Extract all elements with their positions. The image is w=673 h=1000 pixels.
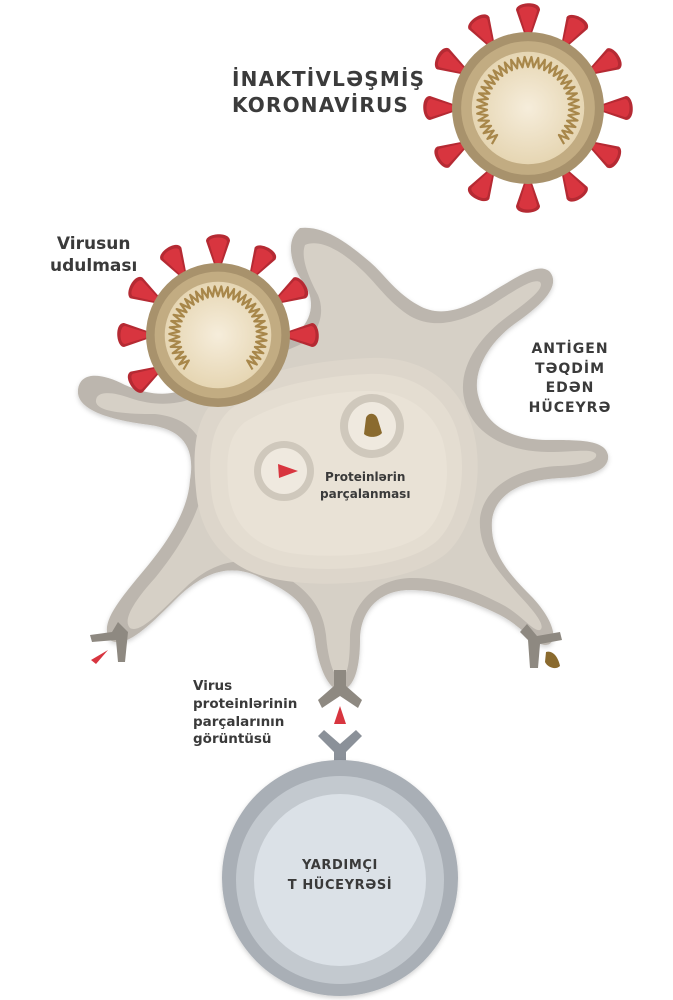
red-fragment-center: [334, 706, 346, 724]
title-inactivated-coronavirus: İNAKTİVLƏŞMİŞ KORONAVİRUS: [232, 66, 425, 118]
spike-protein: [117, 323, 150, 347]
spike-protein: [516, 180, 540, 213]
engulfed-coronavirus: [117, 234, 319, 407]
mhc-receptor-center: [318, 670, 362, 708]
label-line: TƏQDİM: [534, 360, 606, 377]
brown-protein-fragment: [364, 413, 382, 437]
inactivated-coronavirus: [423, 3, 633, 213]
label-line: udulması: [50, 256, 138, 277]
spike-protein: [588, 48, 622, 75]
viral-core: [471, 51, 585, 165]
viral-core: [164, 281, 272, 389]
mhc-receptor-left: [90, 622, 128, 662]
label-line: YARDIMÇI: [302, 858, 378, 873]
label-line: parçalanması: [320, 487, 411, 502]
spike-protein: [434, 47, 468, 75]
spike-protein: [468, 14, 495, 48]
label-helper-t-cell: YARDIMÇI T HÜCEYRƏSİ: [270, 856, 410, 895]
t-cell-receptor: [318, 730, 362, 772]
label-line: Virusun: [56, 234, 131, 254]
spike-protein: [561, 14, 589, 48]
label-line: Virus: [193, 678, 233, 694]
label-antigen-presenting-cell: ANTİGEN TƏQDİM EDƏN HÜCEYRƏ: [520, 340, 620, 418]
label-protein-fragment-display: Virus proteinlərinin parçalarının görünt…: [193, 678, 297, 749]
label-line: proteinlərinin: [193, 695, 298, 712]
label-line: Proteinlərin: [325, 470, 406, 484]
red-protein-fragment: [278, 464, 298, 478]
spike-protein: [286, 323, 319, 347]
viral-rna: [475, 55, 581, 145]
brown-fragment-right: [545, 651, 560, 669]
spike-protein: [434, 141, 468, 168]
spike-protein: [128, 276, 161, 304]
spike-protein: [588, 141, 622, 169]
label-line: EDƏN: [545, 380, 595, 397]
spike-protein: [249, 245, 277, 278]
title-line-2: KORONAVİRUS: [232, 93, 410, 117]
helper-t-cell: [222, 760, 458, 996]
mhc-receptor-right: [520, 624, 562, 668]
spike-protein: [127, 366, 161, 393]
spike-protein: [275, 277, 309, 304]
label-protein-degradation: Proteinlərin parçalanması: [320, 469, 410, 504]
spike-protein: [206, 234, 230, 267]
t-cell-core: [254, 794, 426, 966]
label-line: görüntüsü: [193, 731, 272, 748]
spike-protein: [467, 168, 495, 202]
label-line: parçalarının: [193, 713, 285, 730]
label-virus-engulfment: Virusun udulması: [50, 233, 137, 277]
spike-protein: [160, 244, 187, 278]
spike-protein: [600, 96, 633, 120]
vesicle-red-fragment: [254, 441, 314, 501]
label-line: HÜCEYRƏ: [528, 399, 612, 416]
spike-protein: [423, 96, 456, 120]
red-fragment-left: [91, 650, 108, 664]
viral-rna: [168, 285, 268, 371]
label-line: ANTİGEN: [531, 341, 609, 357]
spike-protein: [561, 168, 588, 202]
antigen-presenting-cell: [77, 227, 609, 690]
title-line-1: İNAKTİVLƏŞMİŞ: [232, 67, 426, 91]
spike-protein: [516, 3, 540, 36]
vesicle-brown-fragment: [340, 394, 404, 458]
label-line: T HÜCEYRƏSİ: [287, 877, 393, 893]
